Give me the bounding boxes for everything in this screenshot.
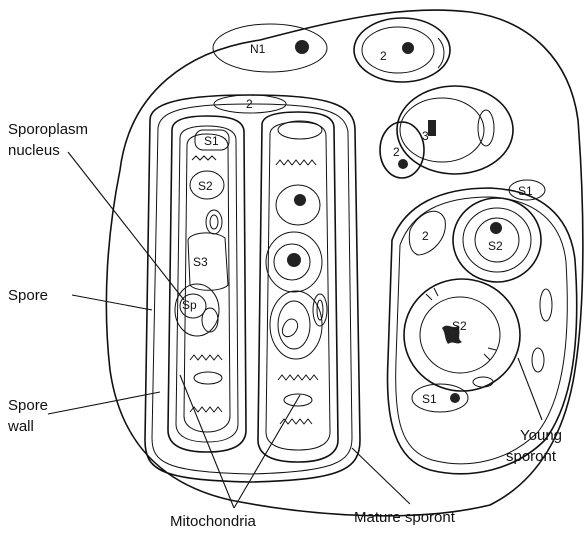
label-spore-wall-line1: Spore — [8, 397, 48, 414]
label-s1-left: S1 — [204, 134, 219, 148]
leader-spore-wall — [48, 392, 160, 414]
label-s2-right-top: S2 — [488, 239, 503, 253]
label-stage-2-d: 2 — [422, 229, 429, 243]
label-stage-2-c: 2 — [246, 97, 253, 111]
nucleus-n1: N1 — [213, 24, 327, 72]
label-spore-wall-line2: wall — [7, 418, 34, 435]
label-mitochondria: Mitochondria — [170, 375, 300, 530]
label-mature-sporont-text: Mature sporont — [354, 509, 456, 526]
label-n1: N1 — [250, 42, 266, 56]
label-sp: Sp — [182, 298, 197, 312]
label-sporoplasm-nucleus-line2: nucleus — [8, 142, 60, 159]
label-spore: Spore — [8, 287, 152, 310]
stage-3-cell: 3 — [397, 86, 513, 174]
spore-left: S1 S2 S3 Sp — [168, 116, 246, 452]
label-young-sporont-line2: sporont — [506, 448, 557, 465]
label-s3-left: S3 — [193, 255, 208, 269]
label-mitochondria-text: Mitochondria — [170, 513, 257, 530]
label-s2-left: S2 — [198, 179, 213, 193]
label-s1-right-bottom: S1 — [422, 392, 437, 406]
label-stage-2-a: 2 — [380, 49, 387, 63]
leader-mature-sporont — [352, 448, 410, 504]
label-stage-2-b: 2 — [393, 145, 400, 159]
label-spore-text: Spore — [8, 287, 48, 304]
leader-spore — [72, 295, 152, 310]
label-s2-right-bottom: S2 — [452, 319, 467, 333]
leader-sporoplasm-nucleus — [68, 152, 184, 300]
label-sporoplasm-nucleus-line1: Sporoplasm — [8, 121, 88, 138]
label-young-sporont: Young sporont — [506, 358, 562, 465]
label-young-sporont-line1: Young — [520, 427, 562, 444]
leader-mitochondria-1 — [180, 375, 234, 508]
stage-2-cell-top: 2 — [354, 18, 450, 82]
label-mature-sporont: Mature sporont — [352, 448, 456, 526]
stage-2-cell-small: 2 — [380, 122, 424, 178]
spore-right — [258, 112, 338, 462]
leader-young-sporont — [518, 358, 542, 420]
label-spore-wall: Spore wall — [7, 392, 160, 435]
label-s1-right-top: S1 — [518, 184, 533, 198]
leader-mitochondria-2 — [234, 395, 300, 508]
